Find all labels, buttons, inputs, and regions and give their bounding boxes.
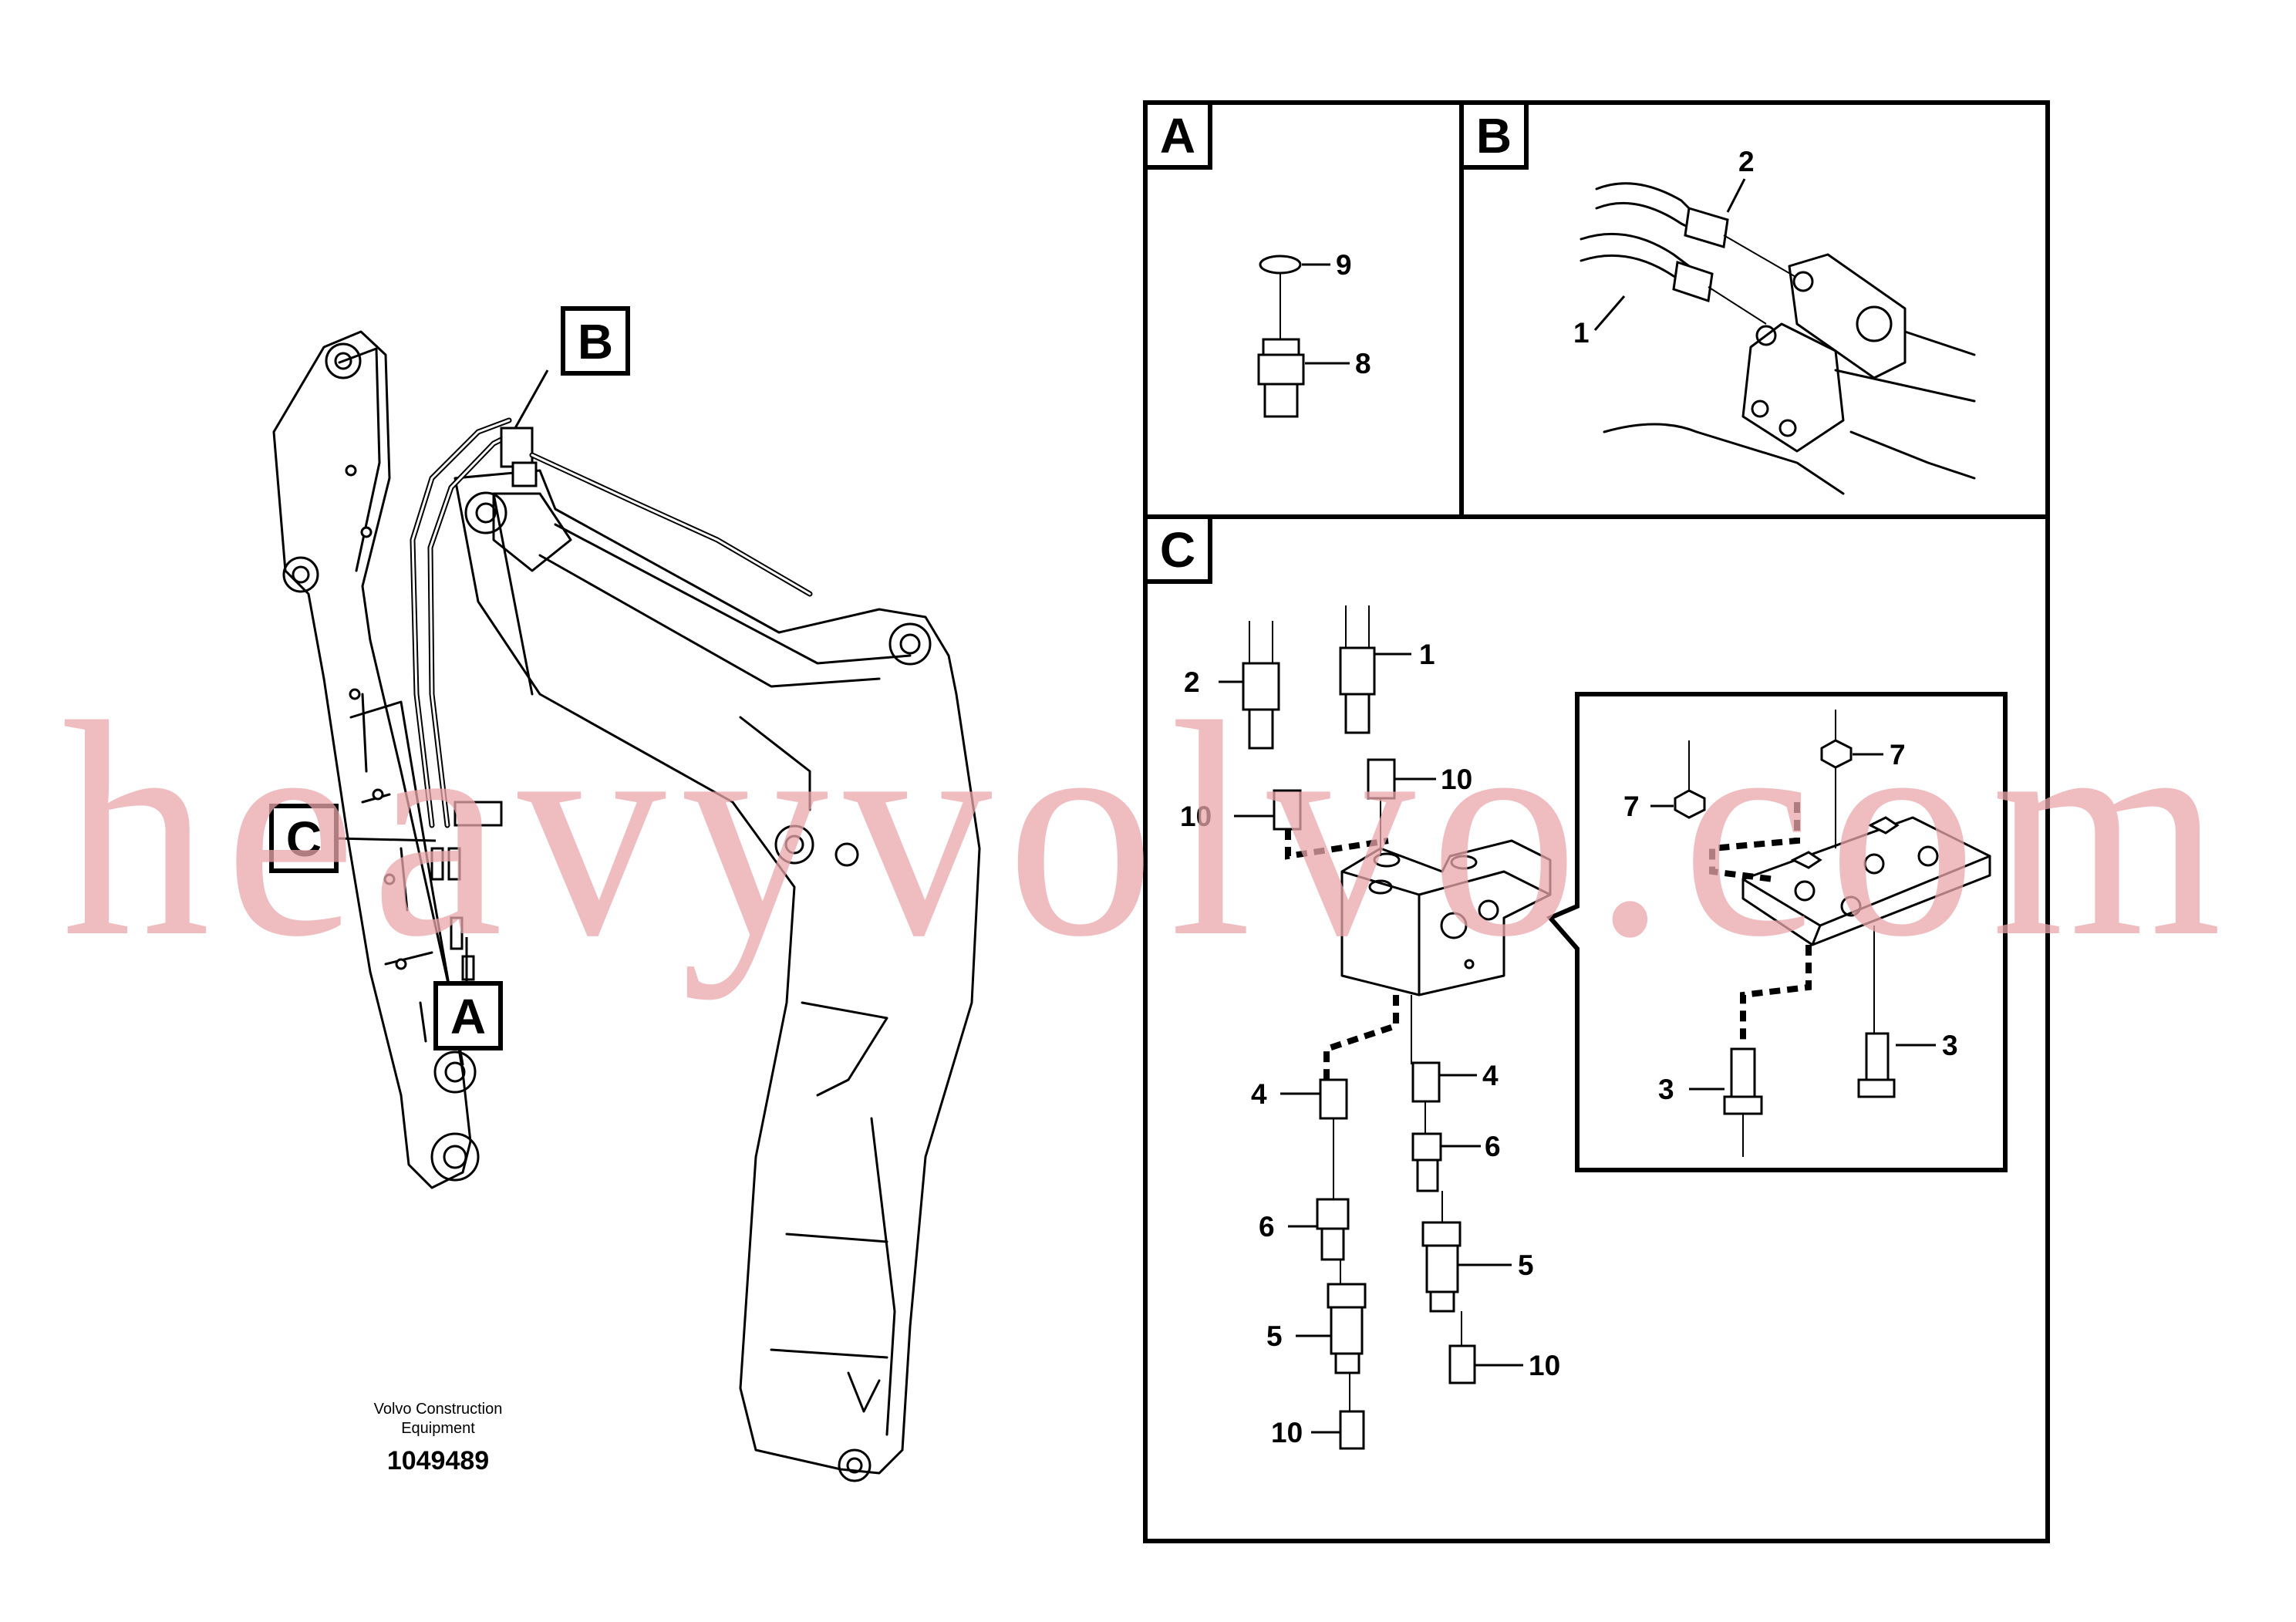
panel-c: C — [1143, 514, 2008, 1450]
coupling-5-icon — [1421, 1221, 1462, 1247]
inset-part-number-7a: 7 — [1623, 791, 1640, 822]
panel-a-label: A — [1160, 108, 1195, 164]
nut-7-icon — [1674, 789, 1706, 819]
document-number: 1049489 — [387, 1446, 489, 1475]
adapter-10-icon — [1273, 789, 1302, 831]
hose-2-assembly-icon — [1242, 662, 1280, 750]
caption-line-2: Equipment — [401, 1420, 475, 1437]
part-number-2: 2 — [1738, 146, 1755, 177]
bolt-3-icon — [1857, 1032, 1896, 1098]
c-part-number-10a: 10 — [1180, 801, 1212, 832]
detail-frame — [1143, 100, 2050, 1543]
c-part-number-6a: 6 — [1485, 1131, 1501, 1162]
hose-1-assembly-icon — [1339, 646, 1376, 734]
inset-frame — [1546, 692, 2008, 1172]
part-number-1: 1 — [1573, 317, 1590, 349]
c-part-number-2: 2 — [1184, 666, 1200, 698]
callout-b-label: B — [578, 314, 613, 369]
document-caption: Volvo Construction Equipment 1049489 — [374, 1401, 503, 1475]
part-number-8: 8 — [1355, 348, 1371, 379]
c-part-number-10d: 10 — [1271, 1417, 1303, 1448]
coupling-6-icon — [1411, 1132, 1442, 1162]
watermark-text: heavyvolvo.com — [62, 659, 2237, 1001]
c-part-number-10c: 10 — [1529, 1350, 1560, 1381]
manifold-block-icon — [1340, 839, 1552, 996]
boom-arm-overview — [272, 330, 981, 1482]
c-part-number-6b: 6 — [1259, 1211, 1275, 1243]
overview-callout-b: B — [514, 306, 630, 429]
inset-part-number-3b: 3 — [1658, 1074, 1674, 1105]
c-part-number-10b: 10 — [1441, 764, 1472, 795]
hose-fitting-icon — [1684, 207, 1729, 248]
adapter-4-icon — [1411, 1061, 1441, 1103]
c-part-number-4b: 4 — [1251, 1078, 1267, 1110]
panel-a: A 9 8 — [1143, 100, 1371, 418]
panel-b-label: B — [1476, 108, 1512, 164]
adapter-fitting-icon — [1257, 338, 1305, 418]
panel-c-label: C — [1160, 522, 1195, 578]
callout-a-label: A — [450, 989, 486, 1044]
overview-callout-a: A — [433, 937, 503, 1050]
panel-b: B 2 1 — [1459, 100, 1976, 495]
detail-panels — [1143, 100, 2050, 1543]
inset-part-number-3a: 3 — [1942, 1030, 1958, 1061]
c-part-number-1: 1 — [1419, 639, 1435, 670]
inset-part-number-7b: 7 — [1890, 739, 1906, 771]
c-part-number-4a: 4 — [1482, 1060, 1499, 1091]
c-part-number-5b: 5 — [1266, 1320, 1283, 1352]
caption-line-1: Volvo Construction — [374, 1401, 503, 1418]
callout-c-label: C — [286, 811, 322, 867]
part-number-9: 9 — [1336, 249, 1352, 281]
c-part-number-5a: 5 — [1518, 1249, 1534, 1281]
o-ring-icon — [1259, 255, 1302, 275]
overview-callout-c: C — [269, 804, 437, 873]
